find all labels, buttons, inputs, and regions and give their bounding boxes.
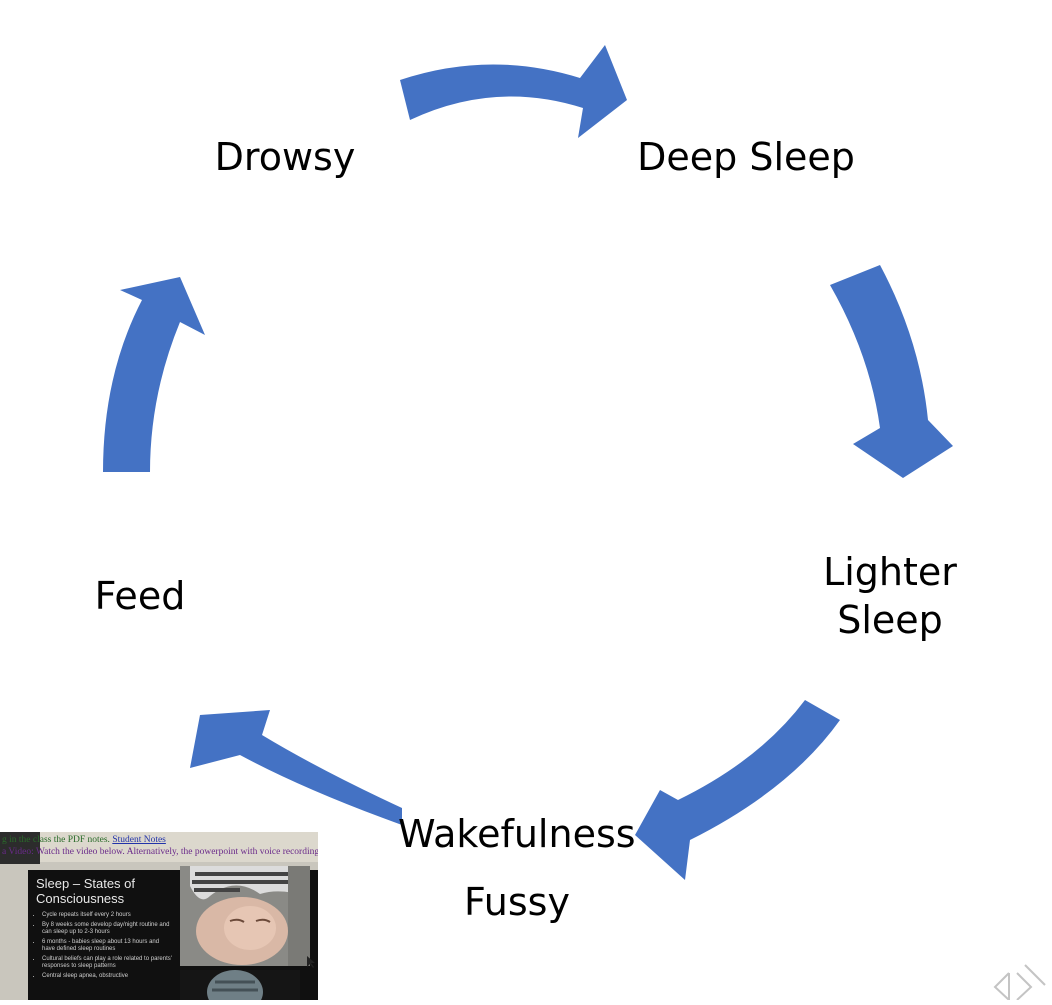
stage-fussy: Fussy xyxy=(464,880,570,924)
slide-bullet: Central sleep apnea, obstructive xyxy=(42,973,172,980)
arrow-feed-to-drowsy xyxy=(103,277,205,472)
lecture-screen-photo: g in the class the PDF notes. Student No… xyxy=(0,832,318,1000)
stage-feed: Feed xyxy=(94,574,186,618)
stage-wakefulness: Wakefulness xyxy=(398,812,636,856)
pdf-notes-text: g in the class the PDF notes. Student No… xyxy=(2,835,166,845)
video-instruction-text: a Video: Watch the video below. Alternat… xyxy=(2,847,318,857)
page-header-strip xyxy=(0,832,318,862)
chevron-left-icon[interactable] xyxy=(993,972,1010,1001)
slide-bullet: Cycle repeats itself every 2 hours xyxy=(42,912,172,919)
arrow-drowsy-to-deep-sleep xyxy=(400,45,627,138)
slide-bullet: 6 months - babies sleep about 13 hours a… xyxy=(42,939,172,953)
chevron-right-icon[interactable] xyxy=(1016,964,1046,1001)
student-notes-link[interactable]: Student Notes xyxy=(112,835,166,845)
arrow-lighter-to-wakefulness xyxy=(635,700,840,880)
stage-drowsy: Drowsy xyxy=(214,135,356,179)
monitor-bezel xyxy=(0,832,40,864)
stage-deep-sleep: Deep Sleep xyxy=(637,135,855,179)
slide-navigation xyxy=(975,955,1052,1001)
slide-bullet: Cultural beliefs can play a role related… xyxy=(42,956,172,970)
pdf-notes-prefix: g in the class the PDF notes. xyxy=(2,835,110,845)
arrow-wakefulness-to-feed xyxy=(190,710,402,825)
knit-hat-photo xyxy=(180,970,300,1000)
stage-lighter-sleep: Lighter Sleep xyxy=(823,550,957,642)
slide-title: Sleep – States of Consciousness xyxy=(36,876,136,906)
mouse-cursor-icon xyxy=(307,956,315,968)
slide-bullets: Cycle repeats itself every 2 hours By 8 … xyxy=(28,912,172,983)
slide-bullet: By 8 weeks some develop day/night routin… xyxy=(42,922,172,936)
arrow-deep-to-lighter-sleep xyxy=(830,265,953,478)
baby-photo xyxy=(180,866,310,966)
